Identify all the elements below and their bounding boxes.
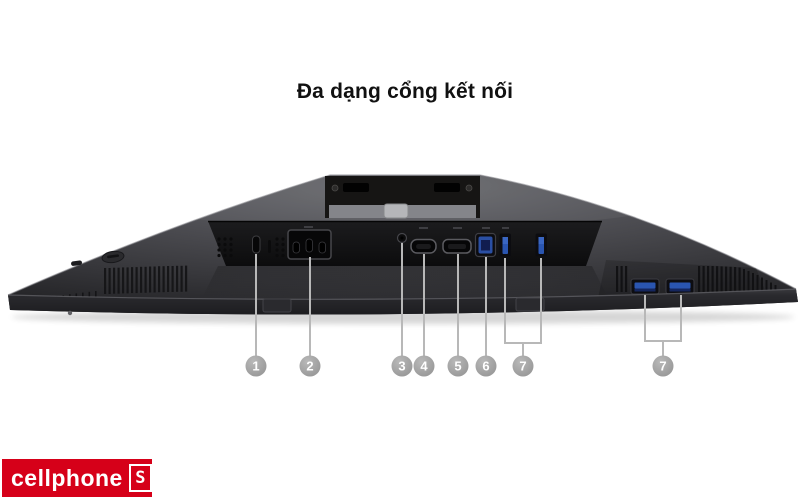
callout-6: 6 xyxy=(475,355,497,377)
callout-2: 2 xyxy=(299,355,321,377)
cellphones-logo: cellphone S xyxy=(2,459,152,497)
usb-a-port-1 xyxy=(499,233,511,257)
usb-a-quick-port-1 xyxy=(630,278,660,295)
usb-b-upstream-port xyxy=(474,232,497,258)
vent-dots xyxy=(217,237,285,258)
logo-text: cellphone xyxy=(11,464,123,491)
callout-1: 1 xyxy=(245,355,267,377)
usb-a-quick-port-2 xyxy=(665,278,695,295)
recess-under-shadow xyxy=(202,266,608,298)
vent-grille-right xyxy=(616,266,777,293)
kensington-lock-slot xyxy=(252,235,261,254)
band-highlight xyxy=(7,288,797,300)
bottom-stud xyxy=(67,310,73,316)
callout-7-left: 7 xyxy=(512,355,534,377)
bottom-latch-left xyxy=(262,298,292,313)
hdmi-port xyxy=(410,238,437,254)
page-title: Đa dạng cổng kết nối xyxy=(296,80,514,103)
logo-s-badge: S xyxy=(128,464,152,492)
usb-a-port-2 xyxy=(535,233,547,257)
callout-lines xyxy=(255,243,682,356)
callout-5: 5 xyxy=(447,355,469,377)
vent-grille-left xyxy=(104,265,188,294)
function-button xyxy=(396,232,408,244)
stand-release-latch xyxy=(383,203,409,219)
callout-7-right: 7 xyxy=(652,355,674,377)
port-label-marks xyxy=(304,226,509,229)
callout-4: 4 xyxy=(413,355,435,377)
power-connector xyxy=(287,229,332,260)
callout-3: 3 xyxy=(391,355,413,377)
stand-mount xyxy=(325,176,480,219)
bottom-latch-right xyxy=(515,297,545,312)
displayport xyxy=(442,238,472,254)
underside-details xyxy=(71,250,125,266)
